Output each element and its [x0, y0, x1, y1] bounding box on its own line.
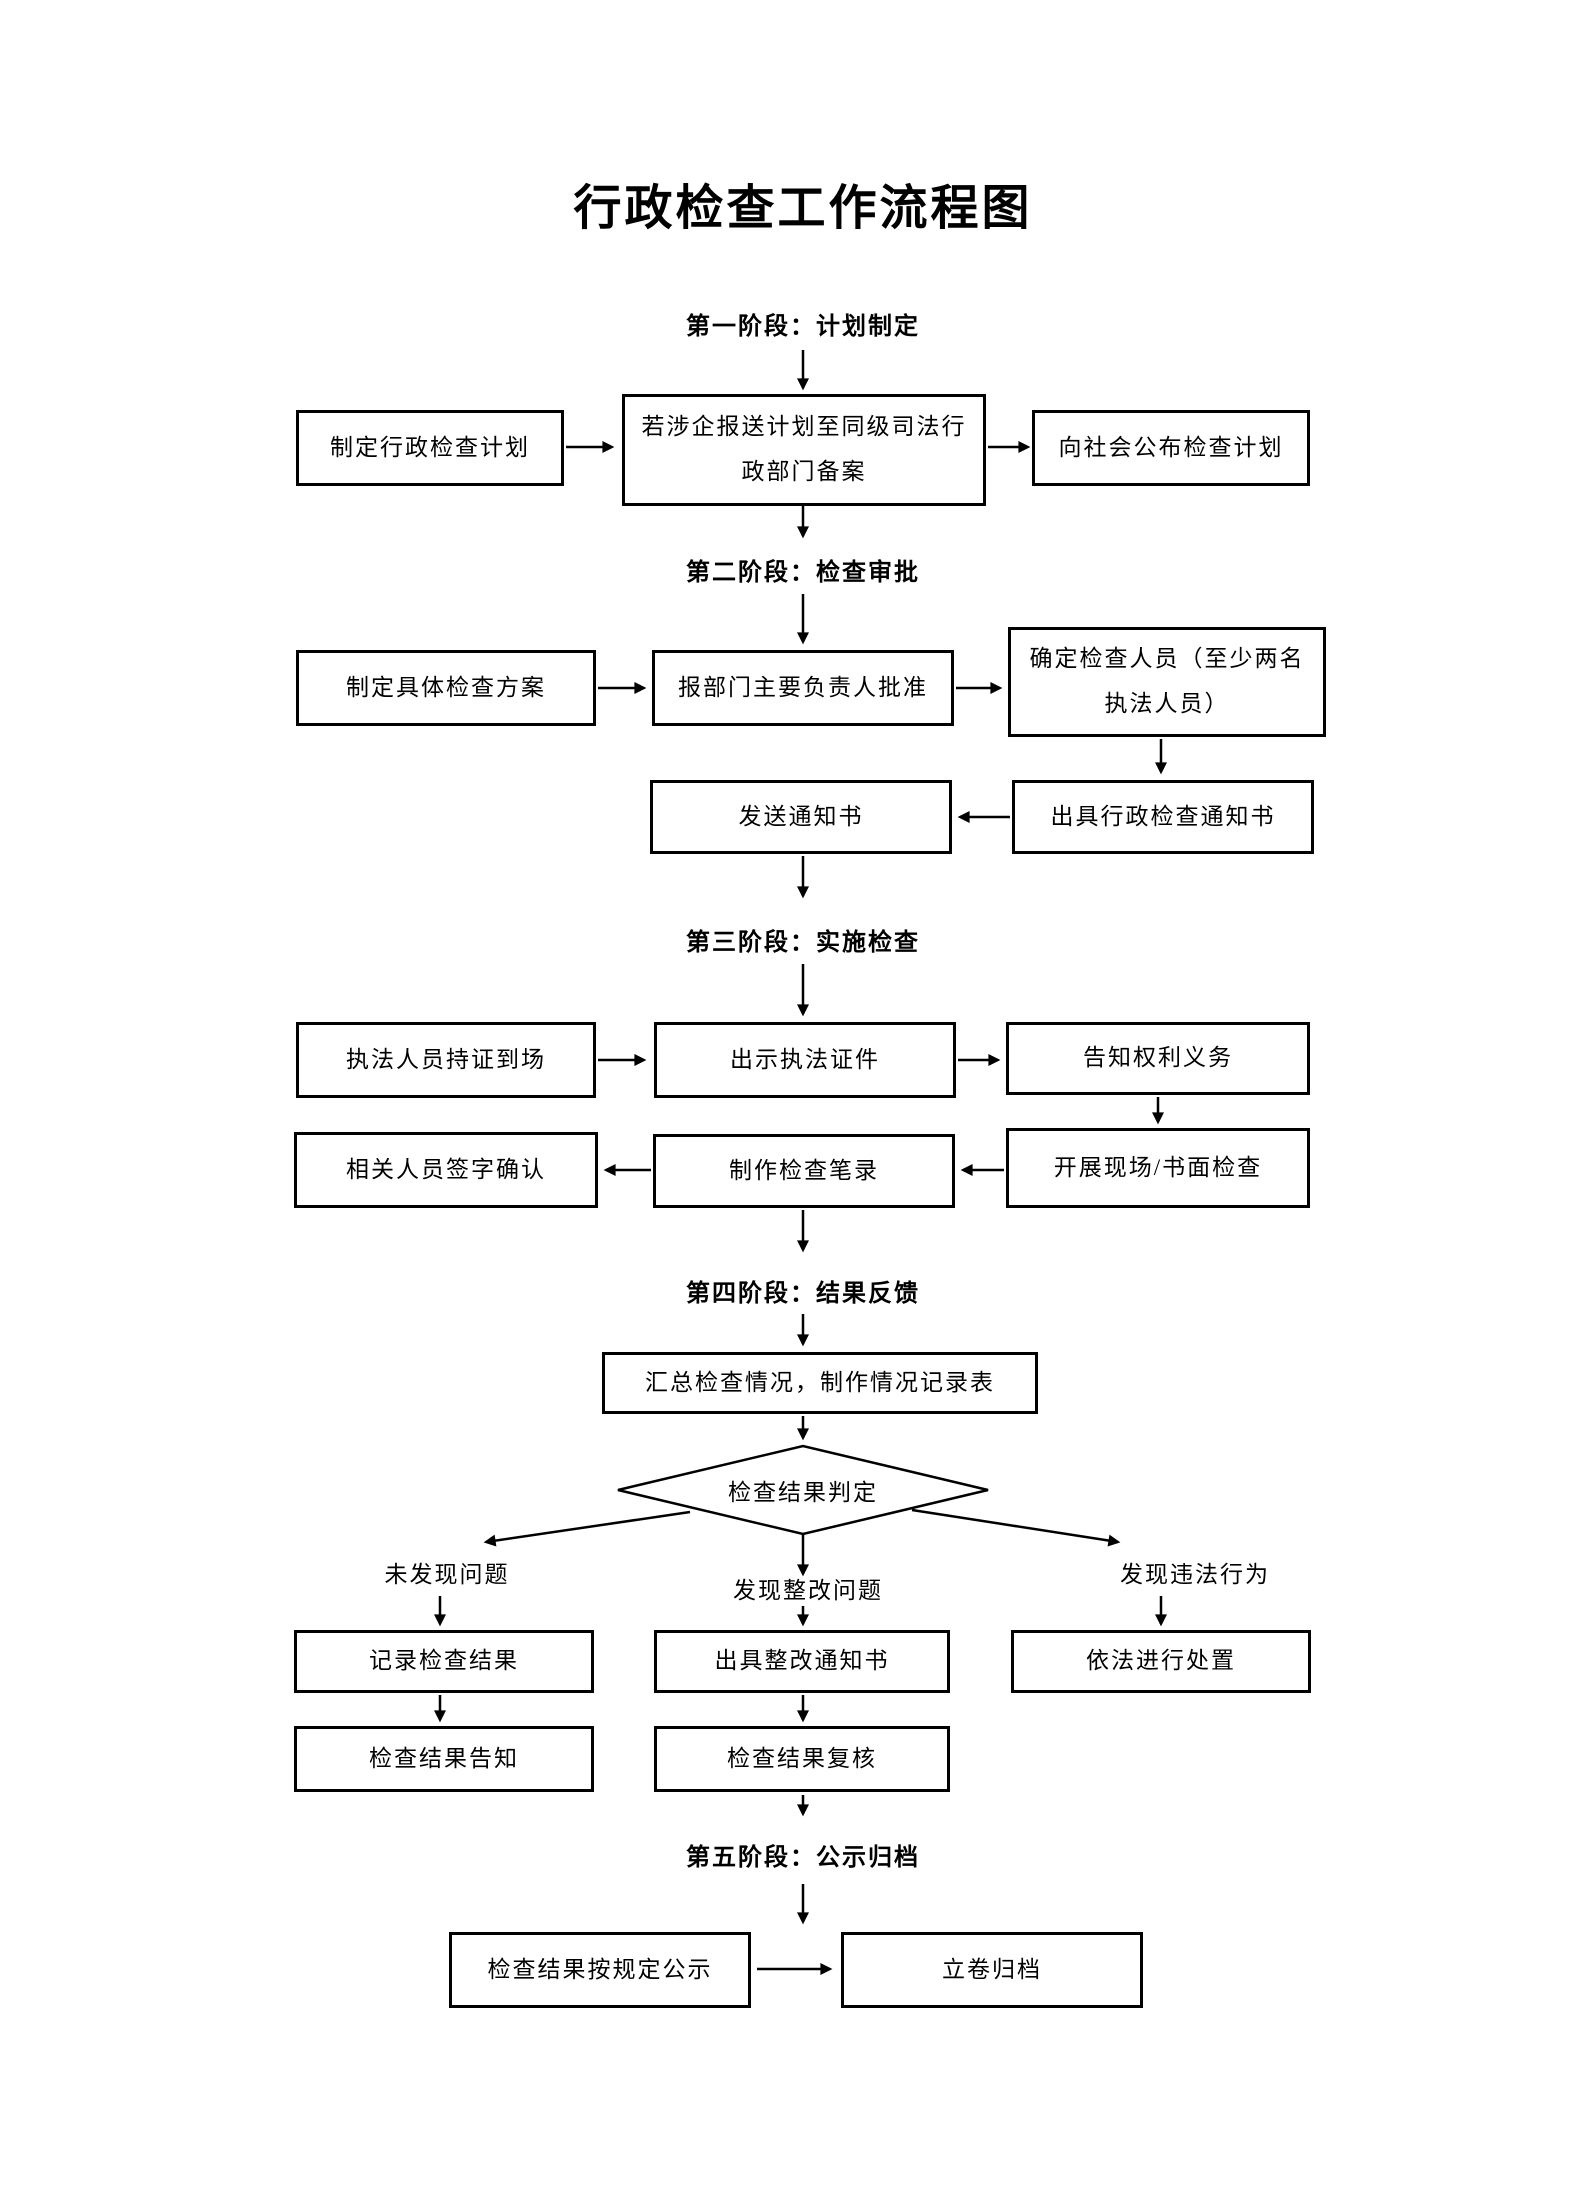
node-publish-plan: 向社会公布检查计划	[1032, 410, 1310, 486]
node-approve: 报部门主要负责人批准	[652, 650, 954, 726]
node-publicize: 检查结果按规定公示	[449, 1932, 751, 2008]
branch-label-no-problem: 未发现问题	[384, 1562, 510, 1587]
stage-label-2: 第二阶段：检查审批	[686, 559, 920, 586]
stage-label-5: 第五阶段：公示归档	[686, 1844, 920, 1871]
stage-label-1: 第一阶段：计划制定	[686, 313, 920, 340]
arrow-decision-right	[911, 1508, 1121, 1547]
node-issue-rectify: 出具整改通知书	[654, 1630, 950, 1693]
node-dispose: 依法进行处置	[1011, 1630, 1311, 1693]
node-inform-rights: 告知权利义务	[1006, 1022, 1310, 1095]
node-assign-staff: 确定检查人员（至少两名 执法人员）	[1008, 627, 1326, 737]
node-arrive: 执法人员持证到场	[296, 1022, 596, 1098]
node-issue-notice: 出具行政检查通知书	[1012, 780, 1314, 854]
node-record-result: 记录检查结果	[294, 1630, 594, 1693]
node-summarize: 汇总检查情况，制作情况记录表	[602, 1352, 1038, 1414]
node-inform-result: 检查结果告知	[294, 1726, 594, 1792]
stage-label-4: 第四阶段：结果反馈	[686, 1280, 920, 1307]
page-title: 行政检查工作流程图	[573, 182, 1033, 235]
node-show-credentials: 出示执法证件	[654, 1022, 956, 1098]
stage-label-3: 第三阶段：实施检查	[686, 929, 920, 956]
node-archive: 立卷归档	[841, 1932, 1143, 2008]
node-report-plan: 若涉企报送计划至同级司法行 政部门备案	[622, 394, 986, 506]
node-decision-label: 检查结果判定	[728, 1480, 878, 1505]
arrow-decision-left	[483, 1510, 691, 1547]
node-review-result: 检查结果复核	[654, 1726, 950, 1792]
decision-diamond	[617, 1444, 989, 1536]
node-sign-confirm: 相关人员签字确认	[294, 1132, 598, 1208]
branch-label-illegal: 发现违法行为	[1120, 1562, 1270, 1587]
node-conduct-check: 开展现场/书面检查	[1006, 1128, 1310, 1208]
node-make-record: 制作检查笔录	[653, 1134, 955, 1208]
node-make-plan: 制定行政检查计划	[296, 410, 564, 486]
node-make-scheme: 制定具体检查方案	[296, 650, 596, 726]
node-send-notice: 发送通知书	[650, 780, 952, 854]
branch-label-rectify: 发现整改问题	[733, 1578, 883, 1603]
